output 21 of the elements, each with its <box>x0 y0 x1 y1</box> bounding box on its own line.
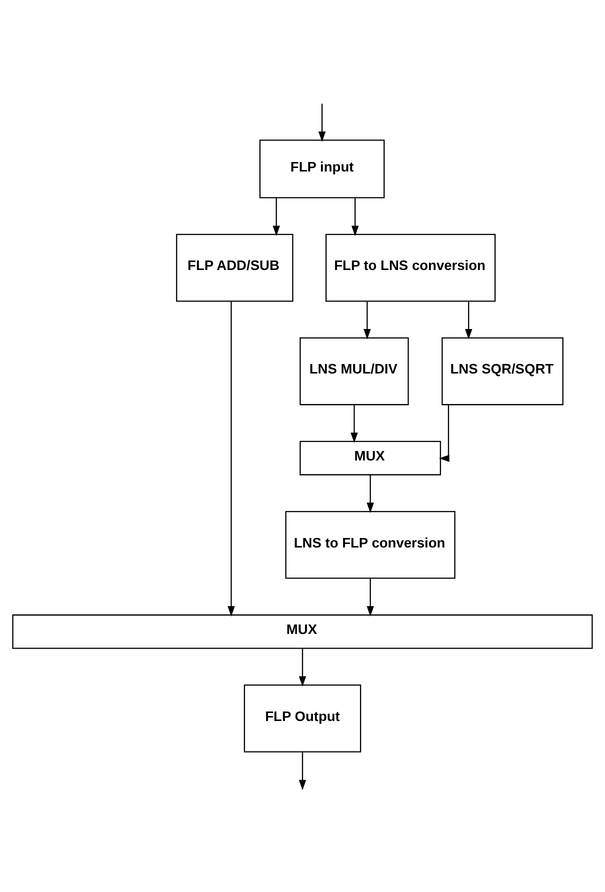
node-box: MUX <box>12 614 593 649</box>
arrow <box>364 302 371 340</box>
arrow <box>366 474 374 514</box>
arrow <box>298 648 306 687</box>
node-box: FLP to LNS conversion <box>326 234 496 302</box>
arrow <box>272 198 280 236</box>
node-box: LNS MUL/DIV <box>300 337 409 406</box>
node-box: LNS SQR/SQRT <box>442 337 564 406</box>
arrow <box>228 301 235 617</box>
arrow <box>438 404 450 462</box>
arrow <box>298 752 306 790</box>
arrow <box>351 198 359 236</box>
node-box: FLP Output <box>244 684 362 752</box>
arrow <box>464 302 472 340</box>
arrow <box>350 405 358 443</box>
arrow <box>318 104 326 142</box>
node-box: FLP ADD/SUB <box>176 234 294 302</box>
node-box: LNS to FLP conversion <box>285 510 456 579</box>
node-box: MUX <box>300 440 442 476</box>
arrow <box>366 578 374 617</box>
node-box: FLP input <box>259 140 385 198</box>
